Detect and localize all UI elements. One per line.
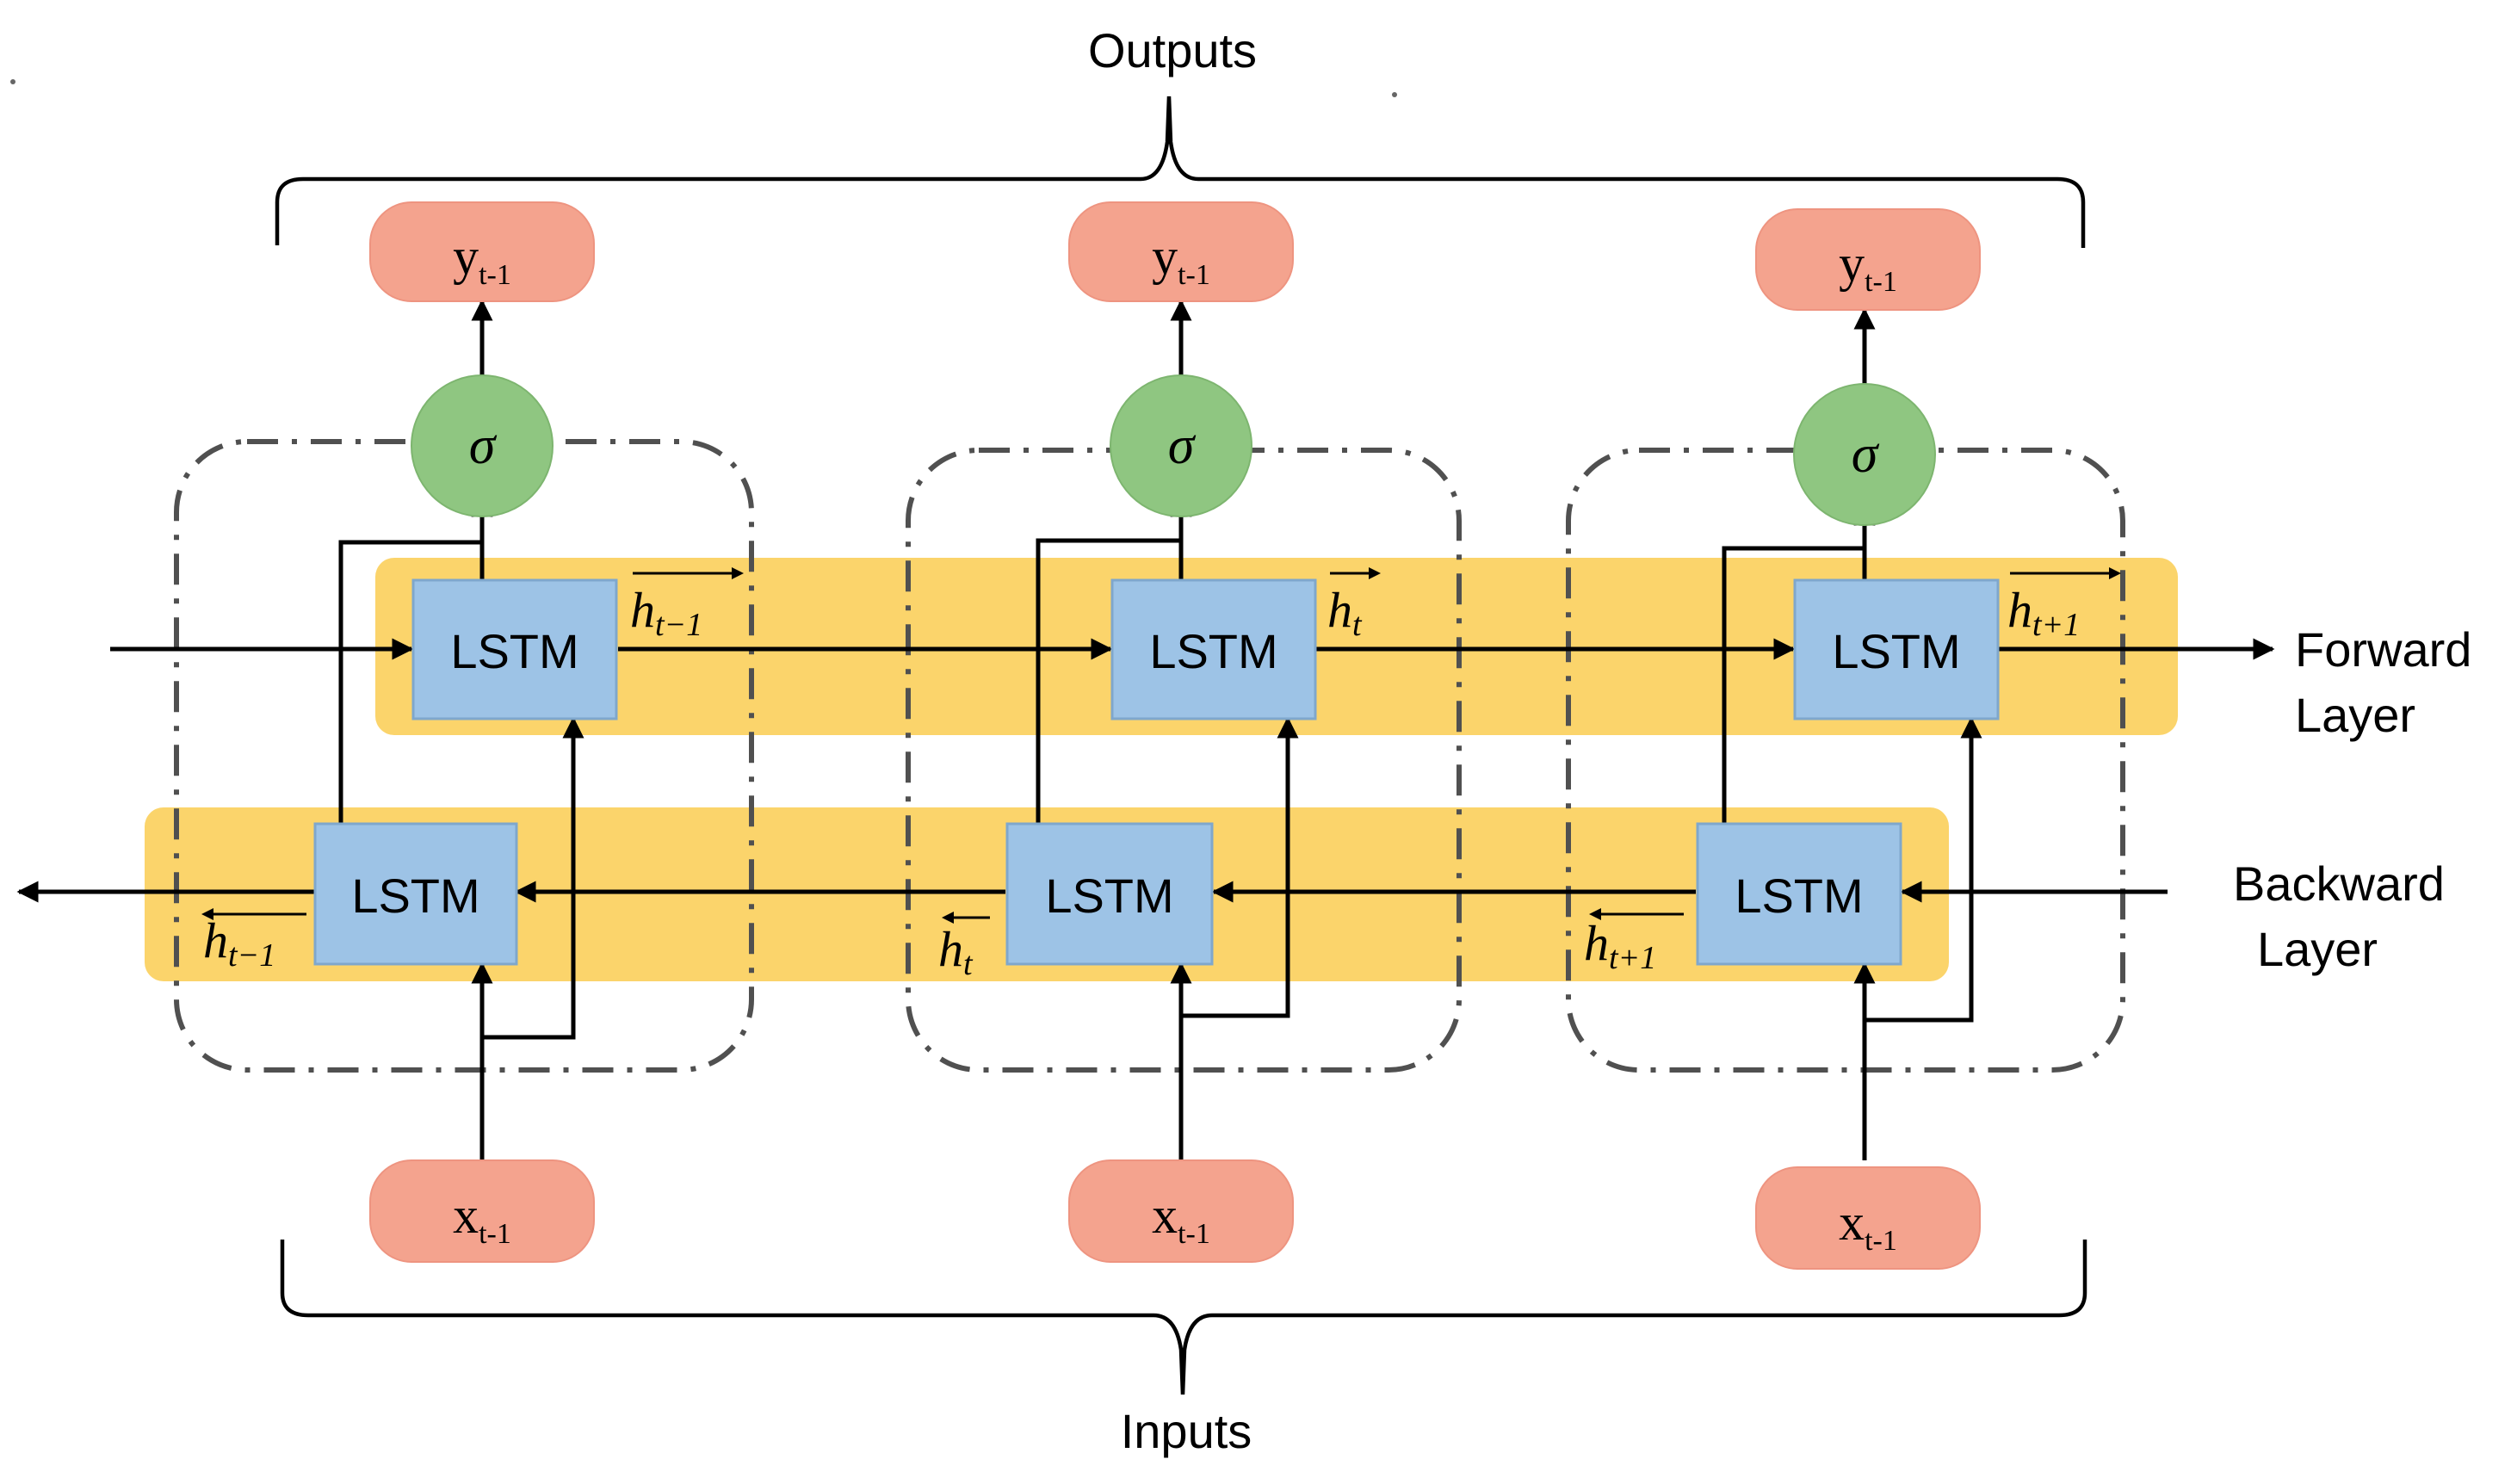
sigma-node-3: [1793, 383, 1936, 526]
sigma-label-2: σ: [1168, 417, 1197, 475]
output-label-3: yt-1: [1839, 235, 1897, 298]
input-box-1: [369, 1159, 595, 1263]
backward-lstm-label-1: LSTM: [351, 869, 479, 923]
sigma-label-3: σ: [1852, 425, 1880, 484]
output-label-1: yt-1: [453, 228, 511, 291]
sigma-node-2: [1110, 374, 1252, 517]
svg-text:ht+1: ht+1: [1584, 915, 1656, 976]
backward-lstm-2: [1005, 822, 1214, 966]
backward-layer-label-line2: Layer: [2257, 922, 2378, 976]
speck: [10, 79, 15, 84]
inputs-label: Inputs: [1121, 1404, 1252, 1458]
svg-text:ht−1: ht−1: [203, 912, 275, 974]
svg-text:ht: ht: [938, 921, 974, 982]
output-box-3: [1755, 208, 1981, 311]
output-label-2: yt-1: [1152, 228, 1210, 291]
input-box-3: [1755, 1166, 1981, 1270]
svg-text:ht: ht: [1327, 582, 1363, 643]
cell1-input-to-forward: [482, 716, 584, 1040]
sigma-label-1: σ: [469, 417, 498, 475]
forward-lstm-label-1: LSTM: [450, 624, 578, 678]
backward-lstm-3: [1696, 822, 1902, 966]
speck: [1392, 92, 1397, 97]
backward-state-label-1: ht−1: [201, 908, 306, 974]
forward-state-label-3: ht+1: [2007, 567, 2121, 643]
outputs-label: Outputs: [1088, 23, 1257, 77]
sigma-node-1: [411, 374, 554, 517]
forward-lstm-3: [1793, 578, 2000, 720]
forward-layer-label: Forward: [2295, 622, 2471, 677]
backward-lstm-label-2: LSTM: [1045, 869, 1173, 923]
forward-lstm-label-2: LSTM: [1149, 624, 1277, 678]
svg-text:ht−1: ht−1: [630, 582, 702, 643]
input-label-3: xt-1: [1839, 1194, 1897, 1257]
forward-state-label-2: ht: [1327, 567, 1381, 643]
output-box-2: [1068, 201, 1294, 302]
backward-state-label-3: ht+1: [1584, 908, 1684, 976]
input-label-2: xt-1: [1152, 1187, 1210, 1250]
forward-lstm-2: [1110, 578, 1317, 720]
outputs-brace: [275, 96, 2086, 248]
backward-lstm-label-3: LSTM: [1735, 869, 1863, 923]
input-box-2: [1068, 1159, 1294, 1263]
backward-state-label-2: ht: [938, 912, 990, 982]
forward-state-label-1: ht−1: [630, 567, 744, 643]
cell3-input-to-forward: [1865, 716, 1982, 1023]
output-box-1: [369, 201, 595, 302]
inputs-brace: [280, 1240, 2087, 1395]
backward-layer-label: Backward: [2233, 856, 2445, 911]
forward-lstm-1: [411, 578, 618, 720]
forward-lstm-label-3: LSTM: [1832, 624, 1960, 678]
cell2-input-to-forward: [1181, 716, 1299, 1018]
forward-layer-label-line2: Layer: [2295, 688, 2415, 742]
svg-text:ht+1: ht+1: [2007, 582, 2080, 643]
input-label-1: xt-1: [453, 1187, 511, 1250]
backward-lstm-1: [313, 822, 518, 966]
